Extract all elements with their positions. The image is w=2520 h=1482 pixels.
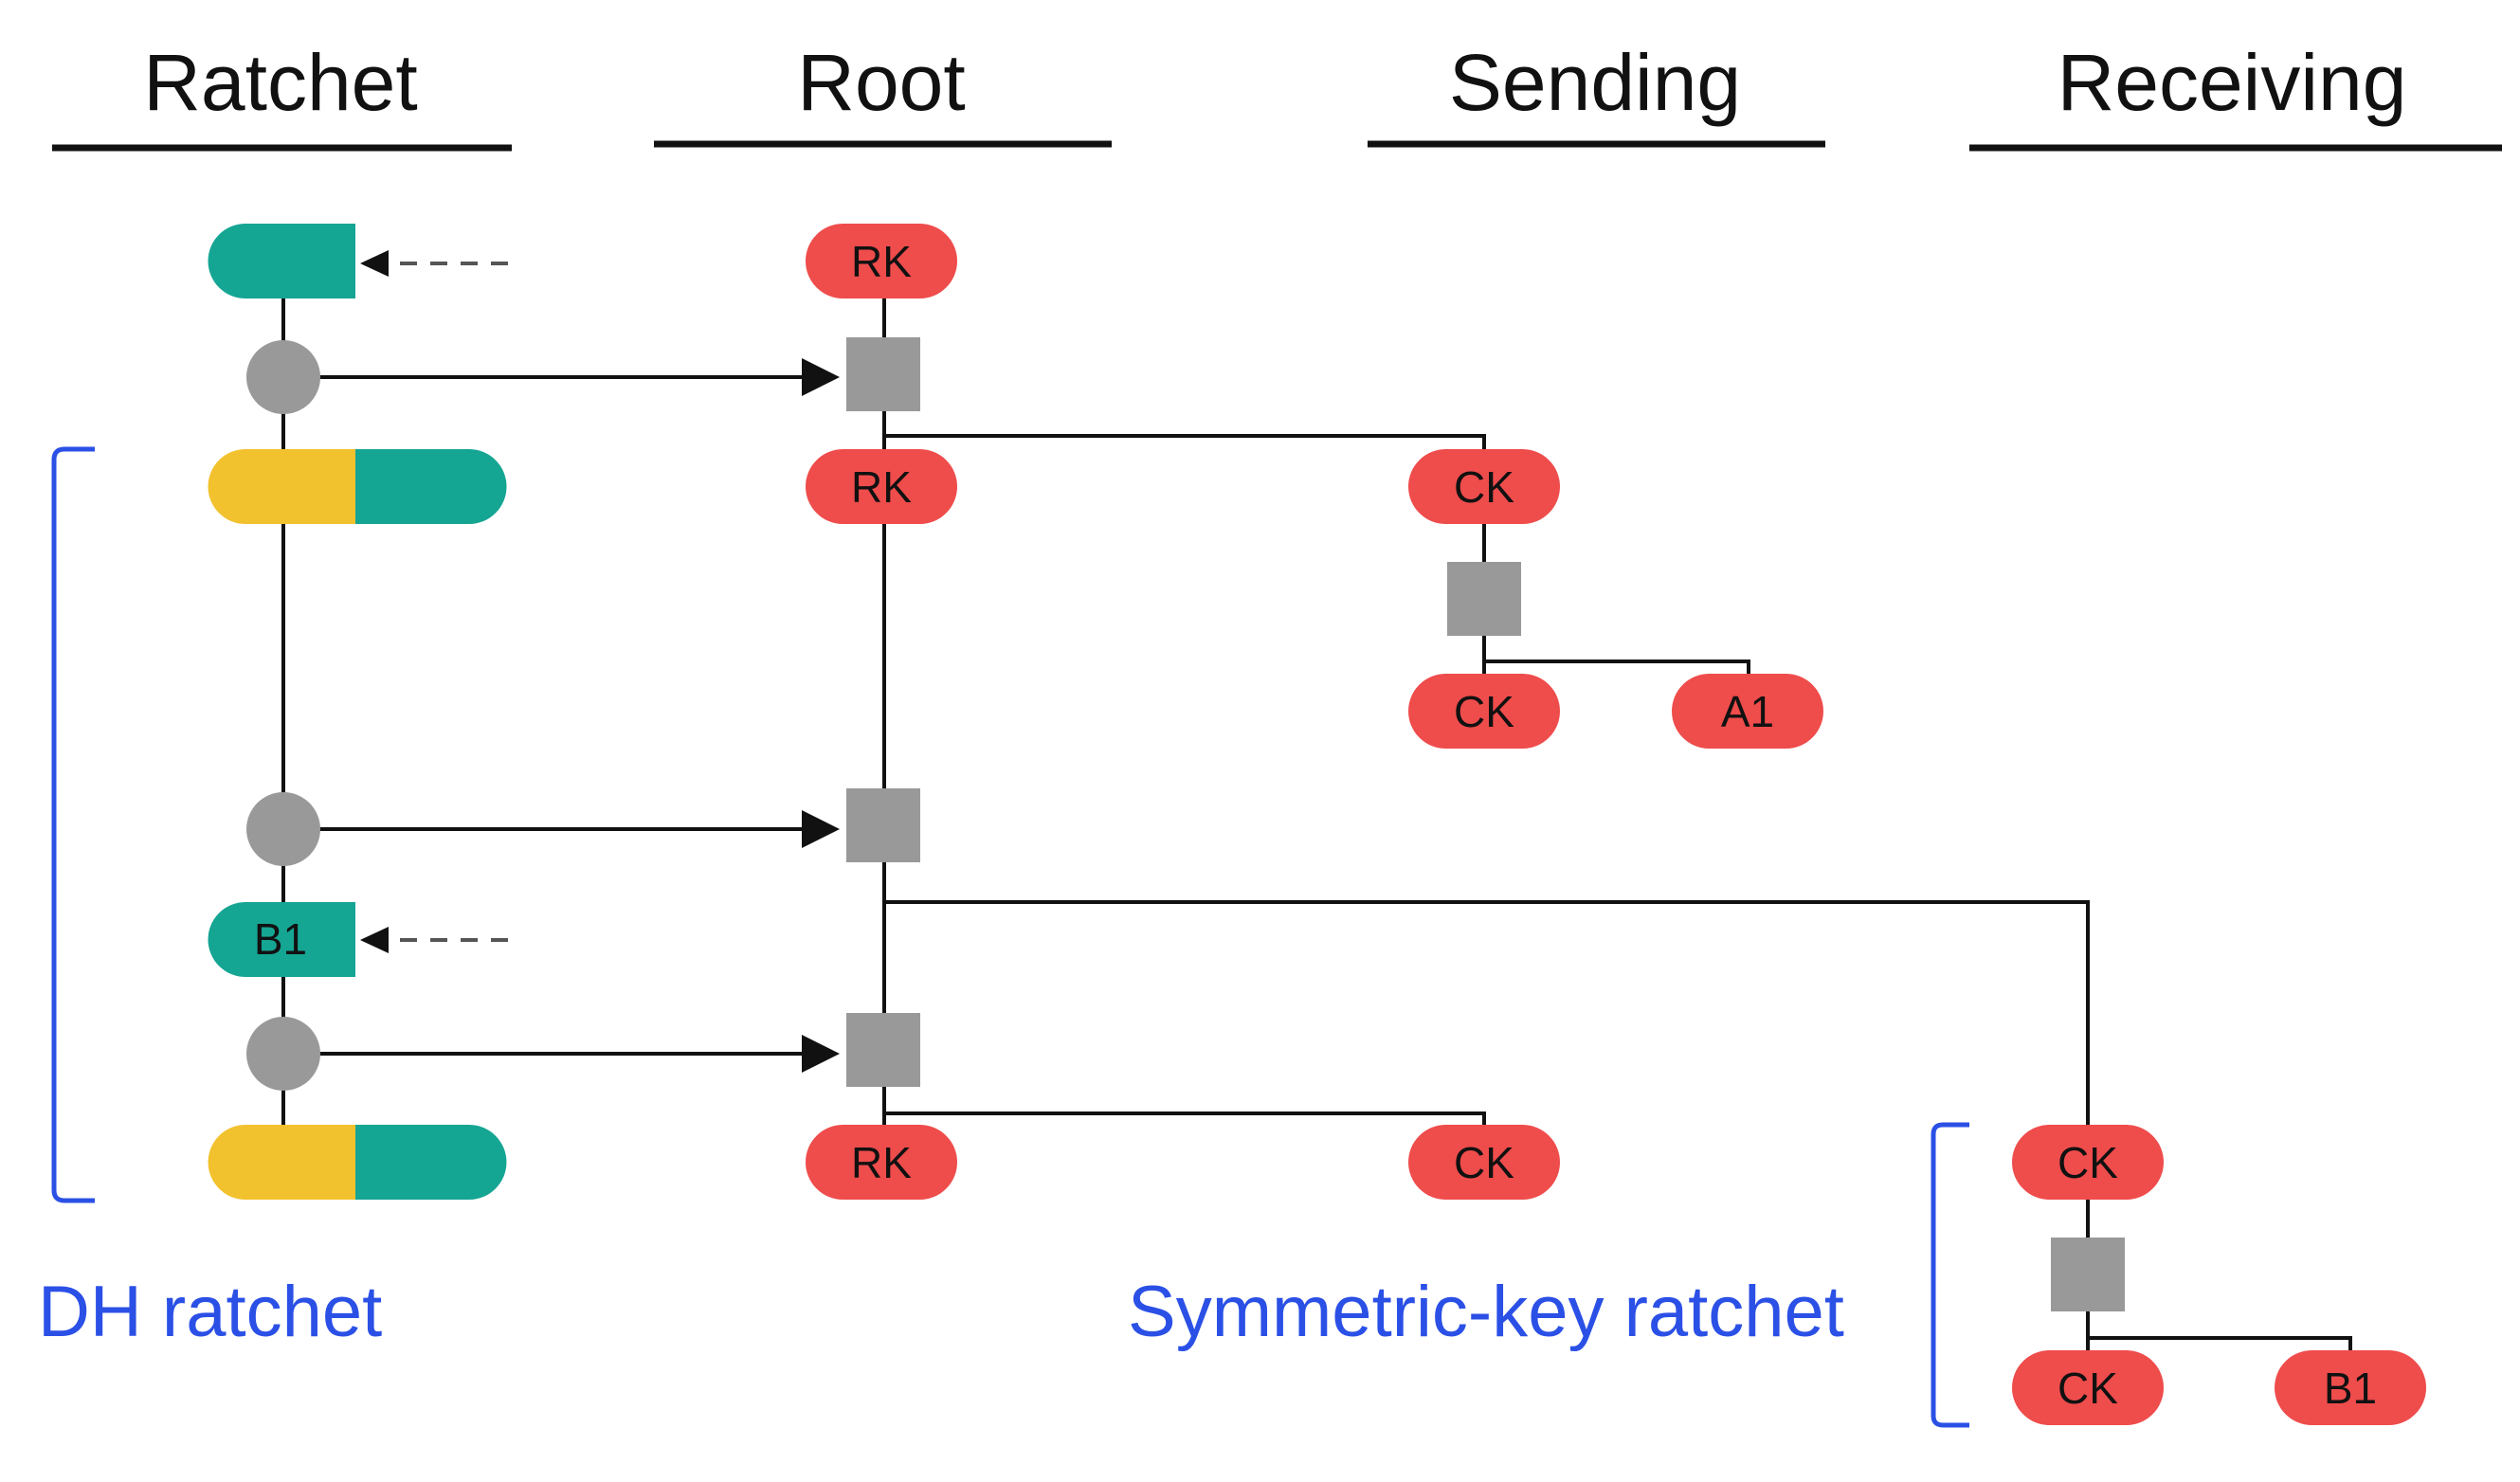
- ratchet-keypair-1: [208, 449, 507, 524]
- root-key-node-1: [806, 224, 957, 298]
- root-column: RK RK RK: [806, 224, 957, 1200]
- receiving-chain-key-label-1: CK: [2058, 1138, 2118, 1187]
- header-root: Root: [797, 38, 965, 127]
- root-key-node-2: [806, 449, 957, 524]
- header-receiving: Receiving: [2058, 38, 2407, 127]
- ratchet-key-b1: [208, 902, 355, 977]
- header-sending: Sending: [1449, 38, 1741, 127]
- ratchet-key-b1-label: B1: [254, 914, 307, 964]
- receiving-chain-key-1: [2012, 1125, 2164, 1200]
- message-key-a1-label: A1: [1721, 687, 1774, 736]
- kdf-box-receiving: [2051, 1238, 2125, 1311]
- root-key-label-1: RK: [851, 237, 912, 286]
- incoming-key-arrows: [360, 250, 508, 953]
- receiving-chain-key-label-2: CK: [2058, 1364, 2118, 1413]
- message-key-b1-label: B1: [2324, 1364, 2377, 1413]
- dh-step-circle-2: [246, 792, 320, 866]
- kdf-box-root-3: [846, 1013, 920, 1087]
- message-key-b1: [2275, 1350, 2426, 1425]
- sending-chain-key-2: [1408, 674, 1560, 749]
- symmetric-ratchet-bracket: [1931, 1122, 1969, 1428]
- dh-ratchet-bracket: [51, 446, 95, 1203]
- kdf-box-root-2: [846, 788, 920, 862]
- kdf-box-sending: [1447, 562, 1521, 636]
- dashed-arrowhead-1: [360, 250, 389, 277]
- dh-ratchet-caption: DH ratchet: [38, 1272, 382, 1352]
- root-key-node-3: [806, 1125, 957, 1200]
- sending-chain-key-label-2: CK: [1454, 687, 1514, 736]
- sending-chain-key-1: [1408, 449, 1560, 524]
- kdf-box-root-1: [846, 337, 920, 411]
- ratchet-key-teal-top: [208, 224, 355, 298]
- root-key-label-2: RK: [851, 462, 912, 512]
- root-key-label-3: RK: [851, 1138, 912, 1187]
- sending-chain-key-label-1: CK: [1454, 462, 1514, 512]
- dashed-arrowhead-2: [360, 927, 389, 953]
- sending-column: CK CK A1 CK: [1408, 449, 1823, 1200]
- column-headers: Ratchet Root Sending Receiving: [52, 38, 2502, 152]
- header-ratchet: Ratchet: [143, 38, 418, 127]
- ratchet-keypair-2: [208, 1125, 507, 1200]
- sending-chain-key-label-3: CK: [1454, 1138, 1514, 1187]
- dh-step-circle-3: [246, 1017, 320, 1091]
- receiving-column: CK CK B1: [2012, 1125, 2426, 1425]
- message-key-a1: [1672, 674, 1823, 749]
- connector-lines: [281, 261, 2352, 1387]
- receiving-chain-key-2: [2012, 1350, 2164, 1425]
- sending-chain-key-3: [1408, 1125, 1560, 1200]
- dh-output-arrows: [283, 358, 840, 1073]
- dh-step-circle-1: [246, 340, 320, 414]
- ratchet-column: B1: [208, 224, 507, 1200]
- symmetric-ratchet-caption: Symmetric-key ratchet: [1128, 1272, 1844, 1352]
